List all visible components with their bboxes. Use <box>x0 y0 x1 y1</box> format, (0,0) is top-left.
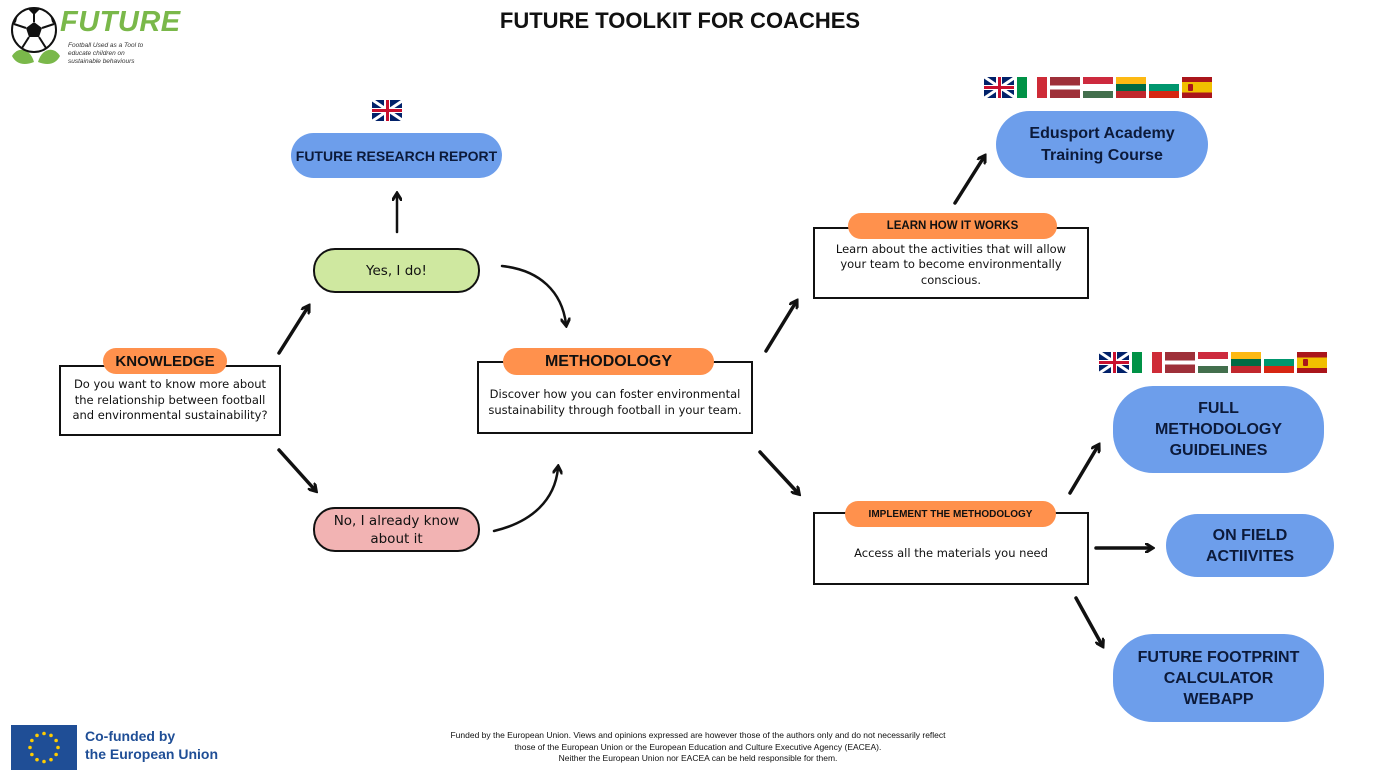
logo-brand: FUTURE <box>60 6 181 38</box>
eu-star-icon <box>42 731 46 736</box>
arrow-yes-to-methodology <box>500 264 566 324</box>
edusport-label: Edusport Academy Training Course <box>1029 124 1175 164</box>
flags-research-report <box>372 100 402 121</box>
eu-star-icon <box>28 745 32 750</box>
flags-guidelines <box>1099 352 1327 373</box>
eu-label-line1: Co-funded by <box>85 728 176 744</box>
disclaimer-line1: Funded by the European Union. Views and … <box>450 730 946 740</box>
hungary-flag-icon <box>1198 352 1228 373</box>
football-leaves-icon <box>11 7 60 64</box>
edusport-course-button[interactable]: Edusport Academy Training Course <box>996 111 1208 178</box>
eu-star-icon <box>30 752 34 757</box>
eu-star-icon <box>35 757 39 762</box>
eu-label-line2: the European Union <box>85 746 218 762</box>
on-field-activities-button[interactable]: ON FIELD ACTIIVITES <box>1166 514 1334 577</box>
eu-star-icon <box>56 745 60 750</box>
implement-tag: IMPLEMENT THE METHODOLOGY <box>845 501 1056 527</box>
funding-disclaimer: Funded by the European Union. Views and … <box>398 730 998 765</box>
spain-flag-icon <box>1297 352 1327 373</box>
arrow-knowledge-to-yes <box>277 307 308 355</box>
eu-flag-icon <box>11 725 77 770</box>
learn-tag: LEARN HOW IT WORKS <box>848 213 1057 239</box>
knowledge-tag: KNOWLEDGE <box>103 348 227 374</box>
uk-flag-icon <box>372 100 402 121</box>
italy-flag-icon <box>1132 352 1162 373</box>
uk-flag-icon <box>984 77 1014 98</box>
italy-flag-icon <box>1017 77 1047 98</box>
latvia-flag-icon <box>1165 352 1195 373</box>
methodology-text: Discover how you can foster environmenta… <box>488 387 742 417</box>
arrow-implement-to-guidelines <box>1068 446 1098 495</box>
eu-star-icon <box>49 733 53 738</box>
flags-edusport <box>984 77 1212 98</box>
spain-flag-icon <box>1182 77 1212 98</box>
eu-star-icon <box>49 757 53 762</box>
research-report-button[interactable]: FUTURE RESEARCH REPORT <box>291 133 502 178</box>
latvia-flag-icon <box>1050 77 1080 98</box>
implement-text: Access all the materials you need <box>854 545 1048 560</box>
methodology-guidelines-button[interactable]: FULL METHODOLOGY GUIDELINES <box>1113 386 1324 473</box>
eu-star-icon <box>42 759 46 764</box>
yes-option[interactable]: Yes, I do! <box>313 248 480 293</box>
eu-star-icon <box>54 738 58 743</box>
knowledge-text: Do you want to know more about the relat… <box>72 377 268 423</box>
arrow-implement-to-calculator <box>1074 596 1102 645</box>
page-title: FUTURE TOOLKIT FOR COACHES <box>499 8 861 33</box>
eu-star-icon <box>35 733 39 738</box>
bulgaria-flag-icon <box>1149 77 1179 98</box>
footprint-calculator-button[interactable]: FUTURE FOOTPRINT CALCULATOR WEBAPP <box>1113 634 1324 722</box>
arrow-learn-to-edusport <box>953 157 984 205</box>
guidelines-label: FULL METHODOLOGY GUIDELINES <box>1154 400 1283 459</box>
calculator-label: FUTURE FOOTPRINT CALCULATOR WEBAPP <box>1137 648 1300 708</box>
learn-box: Learn about the activities that will all… <box>813 227 1089 299</box>
knowledge-box: Do you want to know more about the relat… <box>59 365 281 436</box>
uk-flag-icon <box>1099 352 1129 373</box>
bulgaria-flag-icon <box>1264 352 1294 373</box>
learn-text: Learn about the activities that will all… <box>835 241 1067 287</box>
methodology-tag: METHODOLOGY <box>503 348 714 375</box>
logo-tagline: Football Used as a Tool to educate child… <box>68 42 144 65</box>
lithuania-flag-icon <box>1231 352 1261 373</box>
arrow-methodology-to-implement <box>758 450 798 493</box>
hungary-flag-icon <box>1083 77 1113 98</box>
arrow-knowledge-to-no <box>277 448 315 490</box>
eu-star-icon <box>30 738 34 743</box>
no-option[interactable]: No, I already know about it <box>313 507 480 552</box>
activities-label: ON FIELD ACTIIVITES <box>1205 526 1294 565</box>
disclaimer-line2: those of the European Union or the Europ… <box>514 741 882 752</box>
eu-star-icon <box>54 752 58 757</box>
eu-cofunded-logo: Co-funded by the European Union <box>11 725 241 770</box>
arrow-no-to-methodology <box>492 468 558 533</box>
future-logo: FUTURE Football Used as a Tool to educat… <box>8 6 180 70</box>
disclaimer-line3: Neither the European Union nor EACEA can… <box>558 753 838 763</box>
lithuania-flag-icon <box>1116 77 1146 98</box>
arrow-methodology-to-learn <box>764 302 796 353</box>
